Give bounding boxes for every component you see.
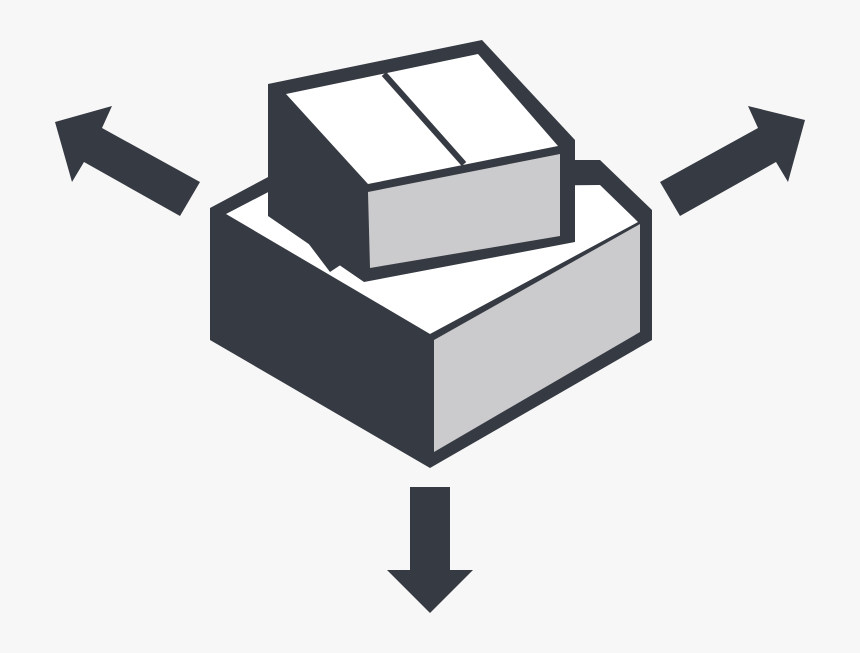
small-box-tape-line [381, 72, 467, 166]
arrow-up-right-icon [660, 106, 805, 216]
large-box-side-face [434, 224, 640, 452]
small-box [268, 40, 575, 282]
arrow-up-left-icon [55, 106, 200, 216]
arrow-down-icon [387, 487, 473, 613]
small-box-side-face [368, 154, 560, 268]
